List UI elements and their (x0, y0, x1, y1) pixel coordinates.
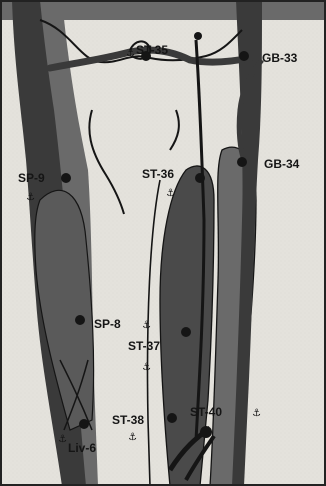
label-st36: ST-36 (142, 167, 174, 181)
label-st37: ST-37 (128, 339, 160, 353)
marker-gb34 (237, 157, 247, 167)
marker-gb33 (239, 51, 249, 61)
marker-sp9 (61, 173, 71, 183)
needle-symbol-st35: ⚓ (126, 48, 135, 59)
needle-symbol-st40: ⚓ (252, 408, 261, 419)
needle-symbol-sp8: ⚓ (142, 320, 151, 331)
needle-symbol-sp9: ⚓ (26, 192, 35, 203)
label-st38: ST-38 (112, 413, 144, 427)
marker-st37 (181, 327, 191, 337)
label-liv6: Liv-6 (68, 441, 96, 455)
needle-symbol-st36: ⚓ (166, 188, 175, 199)
marker-st36 (195, 173, 205, 183)
marker-st38 (167, 413, 177, 423)
label-gb34: GB-34 (264, 157, 300, 171)
label-sp8: SP-8 (94, 317, 121, 331)
needle-symbol-st38: ⚓ (128, 432, 137, 443)
marker-sp8 (75, 315, 85, 325)
label-st40: ST-40 (190, 405, 222, 419)
label-st35: ST-35 (136, 43, 168, 57)
marker-st40 (200, 426, 212, 438)
label-sp9: SP-9 (18, 171, 45, 185)
needle-symbol-st37: ⚓ (142, 362, 151, 373)
label-gb33: GB-33 (262, 51, 298, 65)
marker-knee-mid (194, 32, 202, 40)
needle-symbol-liv6: ⚓ (58, 434, 67, 445)
marker-liv6 (79, 419, 89, 429)
